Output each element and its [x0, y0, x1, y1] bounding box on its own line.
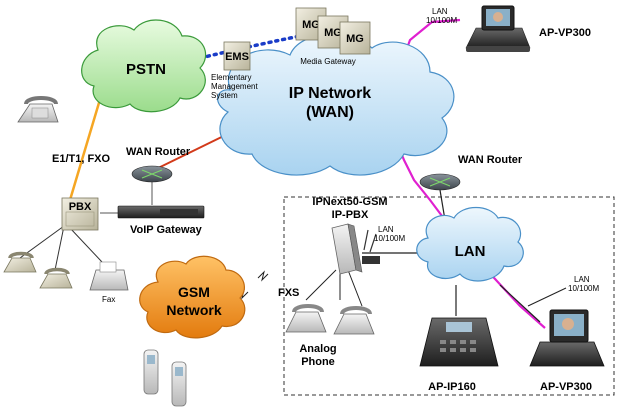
lan-right-pointer — [527, 287, 567, 307]
fxs-links — [305, 269, 363, 307]
analog-phone-left-1 — [3, 251, 37, 273]
ems-server: EMS Elementary Management System — [211, 41, 258, 100]
analog-phone-label-1: Analog — [299, 343, 336, 355]
gsm-wireless-link — [257, 270, 269, 282]
lan-speed-mid-label-1: LAN — [378, 225, 394, 234]
pbx-label: PBX — [69, 201, 92, 213]
pbx-device: PBX — [61, 197, 99, 231]
ap-vp300-top-device: AP-VP300 — [465, 5, 591, 52]
gsm-cloud: GSM Network — [139, 255, 246, 339]
wan-router-right: WAN Router — [419, 154, 523, 191]
lan-speed-right-label-2: 10/100M — [568, 284, 599, 293]
analog-phone-center-2 — [333, 306, 375, 335]
lan-cloud: LAN — [416, 206, 524, 282]
pstn-title: PSTN — [126, 61, 166, 78]
voip-gateway-device: VoIP Gateway — [117, 205, 205, 236]
fax-label: Fax — [102, 295, 115, 304]
lan-vp300-link — [499, 284, 541, 323]
ip-network-subtitle: (WAN) — [306, 104, 354, 121]
media-gateway-group: MG MG MG Media Gateway — [295, 7, 371, 66]
lan-title: LAN — [455, 243, 486, 260]
ipnext-device — [331, 223, 380, 275]
pstn-pbx-link — [68, 85, 106, 201]
gsm-subtitle: Network — [166, 302, 221, 318]
wan-router-left: WAN Router — [126, 146, 191, 183]
voip-gateway-label: VoIP Gateway — [130, 224, 203, 236]
mg-label-2: MG — [324, 27, 342, 39]
lan-speed-top-label-2: 10/100M — [426, 16, 457, 25]
site-boundary — [283, 196, 615, 396]
pstn-cloud: PSTN — [81, 19, 206, 113]
analog-phone-left-2 — [39, 267, 73, 289]
mg-server-3: MG — [339, 21, 371, 55]
ems-label: EMS — [225, 51, 249, 63]
ap-ip160-label: AP-IP160 — [428, 381, 476, 393]
analog-phone-label-2: Phone — [301, 356, 335, 368]
gsm-title: GSM — [178, 284, 210, 300]
mg-label-1: MG — [302, 19, 320, 31]
ap-vp300-bottom-device: AP-VP300 — [529, 309, 605, 393]
wan-router-left-label: WAN Router — [126, 146, 191, 158]
e1t1-fxo-label: E1/T1, FXO — [52, 153, 111, 165]
ip-network-title: IP Network — [289, 85, 372, 102]
mobile-handset-1 — [143, 349, 159, 395]
media-gateway-label: Media Gateway — [300, 57, 356, 66]
fxs-label: FXS — [278, 287, 299, 299]
ap-vp300-top-label: AP-VP300 — [539, 27, 591, 39]
ipnext-label-1: IPNext50-GSM — [312, 196, 387, 208]
ap-ip160-device: AP-IP160 — [419, 317, 499, 393]
fax-device: Fax — [89, 261, 129, 304]
ip-network-cloud: IP Network (WAN) — [217, 33, 455, 176]
wan-router-right-label: WAN Router — [458, 154, 523, 166]
ems-desc-3: System — [211, 91, 238, 100]
lan-speed-top-label-1: LAN — [432, 7, 448, 16]
mobile-handset-2 — [171, 361, 187, 407]
analog-phone-center-1 — [285, 304, 327, 333]
pstn-phone-icon — [17, 96, 59, 123]
mg-server-2: MG — [317, 15, 349, 49]
ap-vp300-bottom-label: AP-VP300 — [540, 381, 592, 393]
mg-label-3: MG — [346, 33, 364, 45]
lan-speed-right-label-1: LAN — [574, 275, 590, 284]
lan-speed-mid-label-2: 10/100M — [374, 234, 405, 243]
ems-desc-2: Management — [211, 82, 258, 91]
ipnext-label-2: IP-PBX — [332, 209, 369, 221]
ems-desc-1: Elementary — [211, 73, 251, 82]
